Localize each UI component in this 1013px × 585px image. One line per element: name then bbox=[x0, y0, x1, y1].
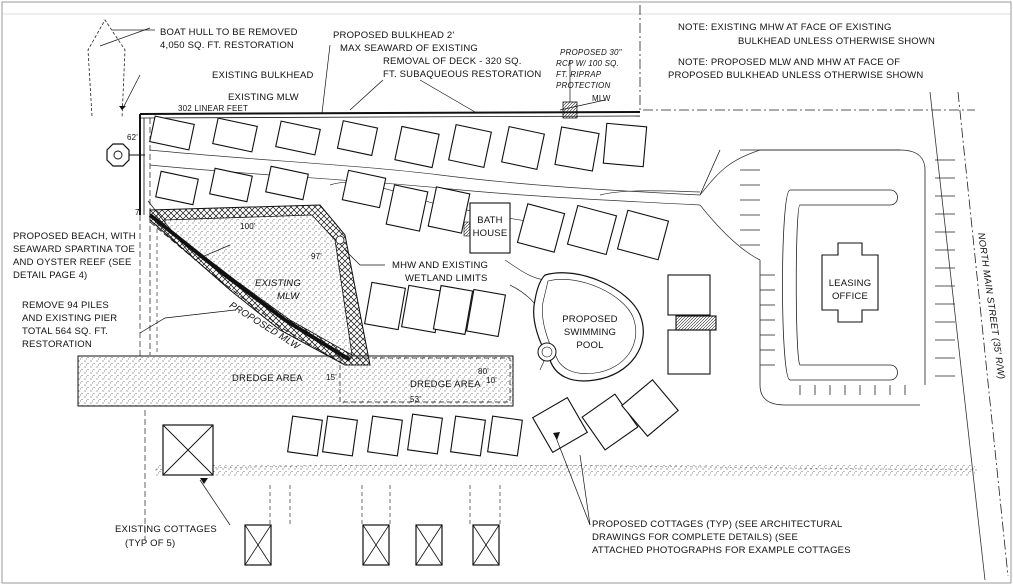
existing-mlw-top-label: EXISTING MLW bbox=[228, 92, 299, 103]
note-proposed-mlw-line1: NOTE: PROPOSED MLW AND MHW AT FACE OF bbox=[678, 57, 901, 68]
dim-62: 62' bbox=[127, 133, 139, 142]
cottages-row-1 bbox=[149, 115, 648, 172]
cottages-row-4 bbox=[287, 379, 679, 457]
removal-deck-label-line2: FT. SUBAQUEOUS RESTORATION bbox=[383, 69, 542, 80]
leasing-office-label-line1: LEASING bbox=[828, 278, 872, 289]
rcp-label-line2: RCP W/ 100 SQ. bbox=[556, 59, 619, 68]
beach-wetland-area bbox=[148, 204, 371, 366]
cottage-driveways bbox=[269, 485, 501, 525]
dim-100: 100' bbox=[240, 222, 256, 231]
rcp-label-line3: FT. RIPRAP bbox=[556, 70, 602, 79]
bulkhead-lines bbox=[139, 111, 641, 355]
dune-strip bbox=[155, 465, 975, 477]
proposed-cottages-label-line2: DRAWINGS FOR COMPLETE DETAILS) (SEE bbox=[592, 532, 798, 543]
dredge-area-label-2: DREDGE AREA bbox=[410, 379, 481, 390]
dim-53: 53' bbox=[410, 395, 422, 404]
amenity-building bbox=[667, 274, 717, 375]
proposed-beach-label-line2: SEAWARD SPARTINA TOE bbox=[13, 244, 135, 255]
rcp-label-line1: PROPOSED 30" bbox=[560, 48, 622, 57]
leader-lines bbox=[99, 27, 606, 526]
bath-house bbox=[469, 202, 511, 254]
pool-label-line3: POOL bbox=[576, 340, 604, 351]
boat-hull bbox=[87, 19, 126, 119]
bath-house-label-line2: HOUSE bbox=[472, 228, 508, 239]
gazebo-structure bbox=[106, 143, 145, 167]
parking-lot bbox=[699, 149, 926, 406]
pool-label-line1: PROPOSED bbox=[562, 314, 618, 325]
proposed-beach-label-line1: PROPOSED BEACH, WITH bbox=[13, 231, 136, 242]
dim-10: 10' bbox=[486, 376, 498, 385]
proposed-beach-label-line4: DETAIL PAGE 4) bbox=[13, 270, 88, 281]
note-existing-mhw-line1: NOTE: EXISTING MHW AT FACE OF EXISTING bbox=[678, 22, 892, 33]
dim-7: 7' bbox=[135, 208, 142, 217]
existing-mlw-mid-line1: EXISTING bbox=[255, 278, 301, 289]
note-proposed-mlw-line2: PROPOSED BULKHEAD UNLESS OTHERWISE SHOWN bbox=[668, 70, 924, 81]
rcp-label-line4: PROTECTION bbox=[556, 81, 611, 90]
proposed-bulkhead-label-line2: MAX SEAWARD OF EXISTING bbox=[340, 43, 478, 54]
leader-arrowheads bbox=[119, 106, 560, 484]
remove-piles-label-line2: AND EXISTING PIER bbox=[22, 313, 118, 324]
dim-15: 15' bbox=[326, 373, 338, 382]
note-existing-mhw-line2: BULKHEAD UNLESS OTHERWISE SHOWN bbox=[738, 36, 936, 47]
cottages-row-3 bbox=[363, 281, 507, 338]
removal-deck-label-line1: REMOVAL OF DECK - 320 SQ. bbox=[383, 56, 522, 67]
street-edge bbox=[929, 91, 986, 581]
leasing-office bbox=[821, 242, 879, 323]
parking-stalls bbox=[740, 159, 955, 395]
remove-piles-label-line3: TOTAL 564 SQ. FT. bbox=[22, 326, 109, 337]
bath-house-label-line1: BATH bbox=[477, 215, 503, 226]
mhw-wetland-label-line2: WETLAND LIMITS bbox=[405, 273, 488, 284]
mlw-tag-label: MLW bbox=[592, 94, 611, 103]
parking-island bbox=[782, 189, 898, 381]
dim-80: 80' bbox=[478, 367, 490, 376]
existing-cottages-label-line2: (TYP OF 5) bbox=[125, 538, 176, 549]
pool-label-line2: SWIMMING bbox=[563, 327, 617, 338]
linear-feet-label: 302 LINEAR FEET bbox=[178, 104, 249, 113]
existing-cottages bbox=[162, 424, 500, 566]
dim-97: 97' bbox=[311, 252, 323, 261]
pier-lines bbox=[139, 215, 146, 540]
boat-hull-label-line2: 4,050 SQ. FT. RESTORATION bbox=[160, 40, 294, 51]
proposed-bulkhead-label-line1: PROPOSED BULKHEAD 2' bbox=[333, 30, 455, 41]
mhw-wetland-label-line1: MHW AND EXISTING bbox=[392, 260, 489, 271]
riprap-outlet bbox=[562, 101, 578, 119]
remove-piles-label-line4: RESTORATION bbox=[22, 339, 92, 350]
property-line bbox=[639, 5, 1009, 577]
existing-bulkhead-label: EXISTING BULKHEAD bbox=[212, 70, 314, 81]
remove-piles-label-line1: REMOVE 94 PILES bbox=[22, 300, 109, 311]
existing-cottages-label-line1: EXISTING COTTAGES bbox=[115, 524, 217, 535]
leasing-office-label-line2: OFFICE bbox=[831, 291, 869, 302]
dredge-area bbox=[77, 355, 514, 407]
proposed-cottages-label-line1: PROPOSED COTTAGES (TYP) (SEE ARCHITECTUR… bbox=[592, 519, 843, 530]
proposed-beach-label-line3: AND OYSTER REEF (SEE bbox=[13, 257, 132, 268]
proposed-cottages-label-line3: ATTACHED PHOTOGRAPHS FOR EXAMPLE COTTAGE… bbox=[592, 545, 851, 556]
cottages-row-2 bbox=[155, 165, 670, 261]
existing-mlw-mid-line2: MLW bbox=[277, 291, 300, 302]
swimming-pool bbox=[533, 272, 644, 382]
boat-hull-label-line1: BOAT HULL TO BE REMOVED bbox=[160, 27, 298, 38]
dredge-area-label-1: DREDGE AREA bbox=[232, 373, 303, 384]
